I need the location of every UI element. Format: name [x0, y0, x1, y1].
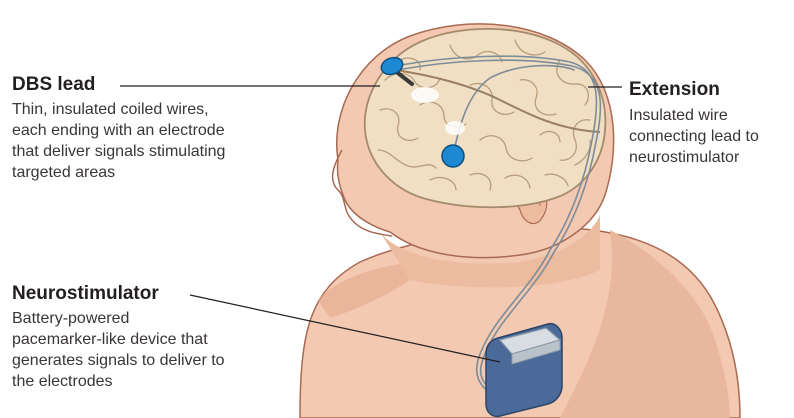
neurostimulator-device — [486, 324, 562, 417]
dbs-lead-desc-line: each ending with an electrode — [12, 120, 225, 141]
neurostimulator-desc-line: pacemarker-like device that — [12, 329, 225, 350]
dbs-lead-title: DBS lead — [12, 74, 225, 96]
stimulation-glow — [445, 121, 465, 135]
extension-desc-line: Insulated wire — [629, 105, 759, 126]
electrode-burr-hole — [442, 145, 464, 167]
extension-desc-line: neurostimulator — [629, 147, 759, 168]
dbs-lead-desc-line: Thin, insulated coiled wires, — [12, 99, 225, 120]
dbs-lead-desc-line: that deliver signals stimulating — [12, 141, 225, 162]
neurostimulator-title: Neurostimulator — [12, 283, 225, 305]
neurostimulator-desc-line: the electrodes — [12, 371, 225, 392]
extension-desc-line: connecting lead to — [629, 126, 759, 147]
dbs-lead-description: Thin, insulated coiled wires, each endin… — [12, 99, 225, 183]
extension-title: Extension — [629, 79, 759, 101]
neurostimulator-description: Battery-powered pacemarker-like device t… — [12, 308, 225, 392]
neurostimulator-callout: Neurostimulator Battery-powered pacemark… — [12, 283, 225, 392]
brain — [365, 29, 606, 207]
neurostimulator-desc-line: Battery-powered — [12, 308, 225, 329]
extension-callout: Extension Insulated wire connecting lead… — [629, 79, 759, 168]
neurostimulator-desc-line: generates signals to deliver to — [12, 350, 225, 371]
dbs-lead-callout: DBS lead Thin, insulated coiled wires, e… — [12, 74, 225, 183]
extension-description: Insulated wire connecting lead to neuros… — [629, 105, 759, 168]
stimulation-glow — [411, 87, 439, 103]
dbs-lead-desc-line: targeted areas — [12, 162, 225, 183]
